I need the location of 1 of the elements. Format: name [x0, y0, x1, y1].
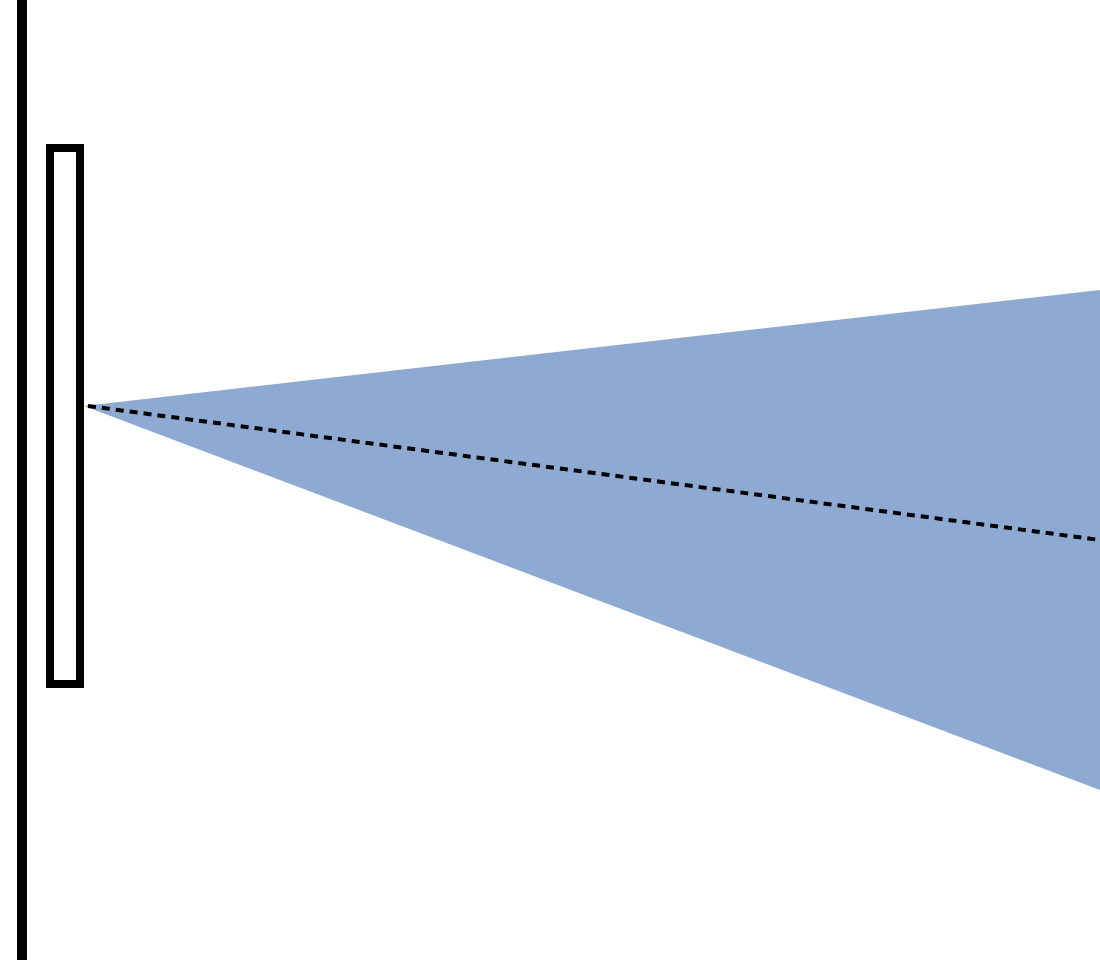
panel-bar: [46, 144, 84, 688]
